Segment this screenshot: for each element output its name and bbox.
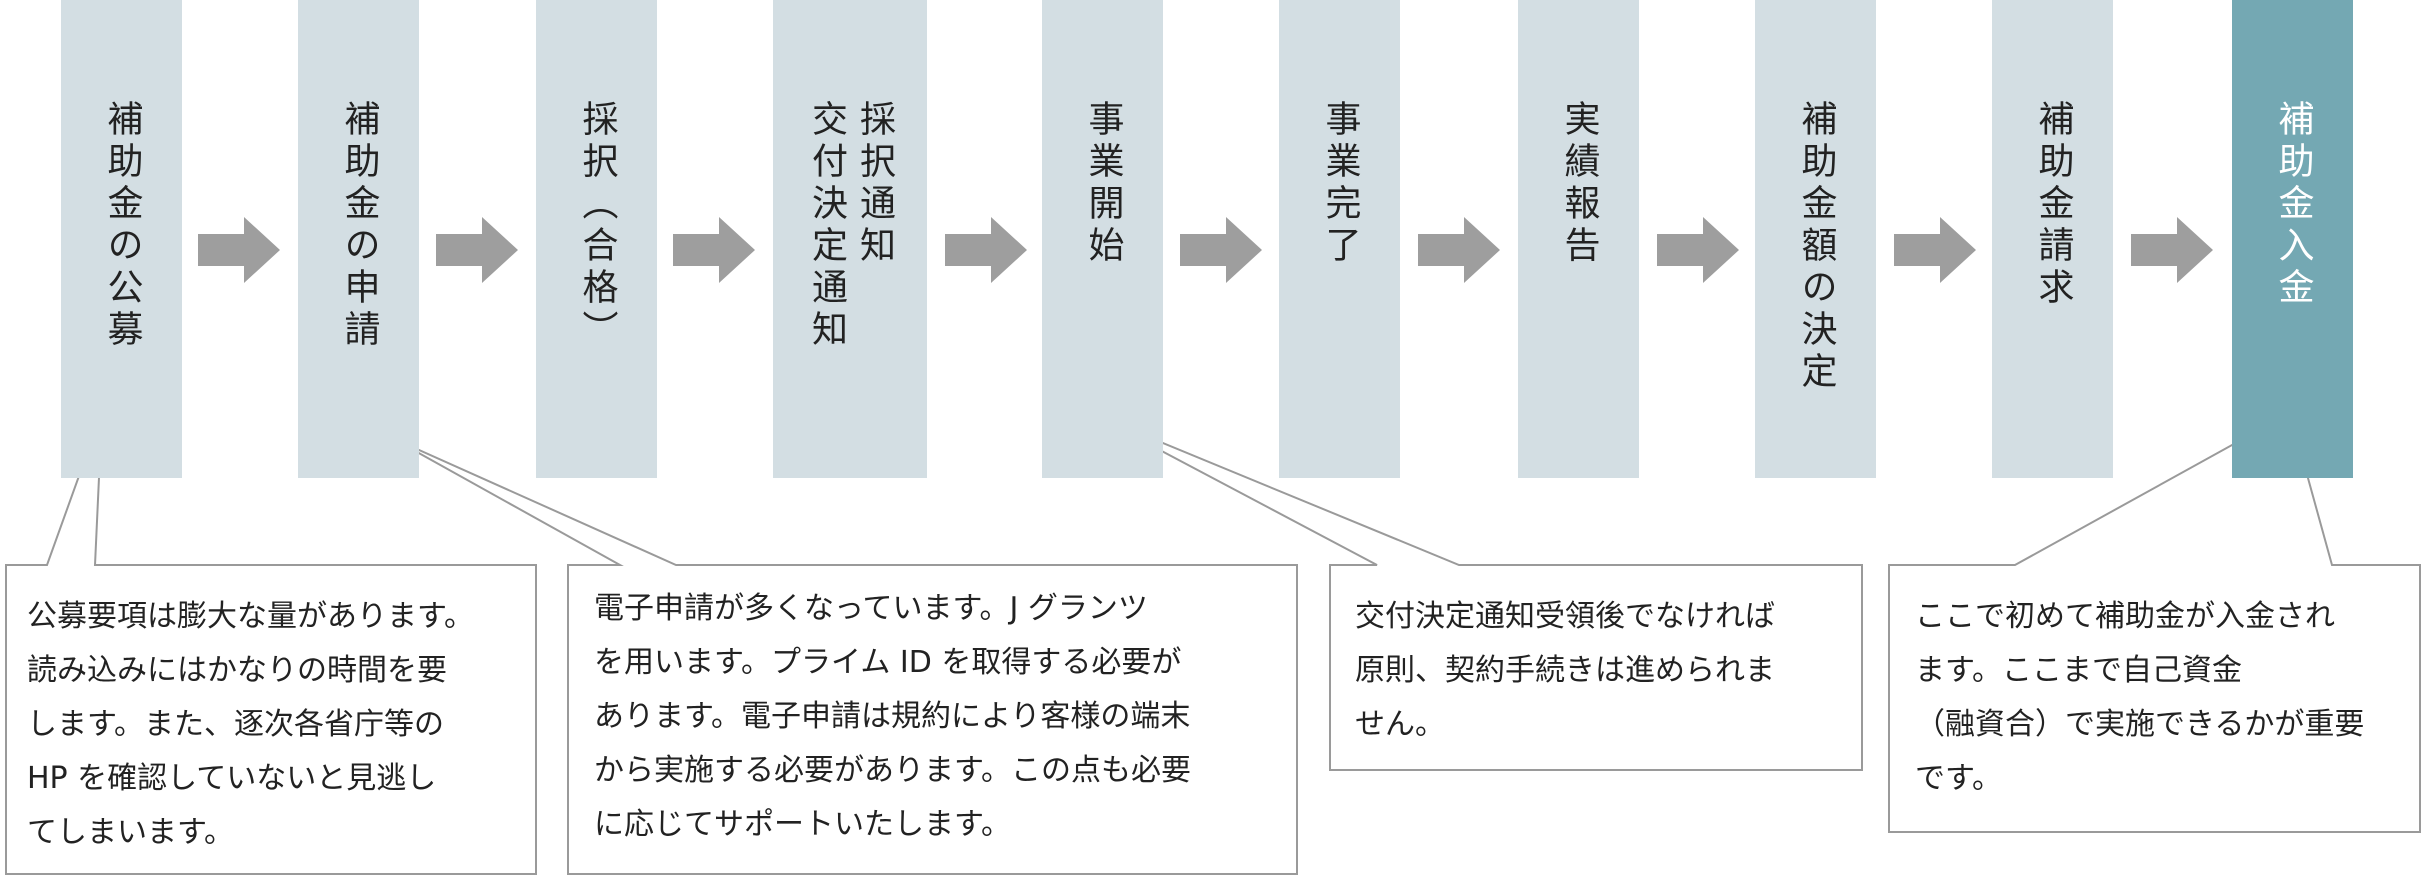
callout-outline-1 — [5, 411, 537, 875]
step-3-label: 採択（合格） — [576, 100, 618, 352]
callout-3: 交付決定通知受領後でなければ 原則、契約手続きは進められま せん。 — [1355, 590, 1775, 752]
step-10-label: 補助金入金 — [2272, 100, 2314, 310]
step-7: 実績報告 — [1518, 0, 1639, 478]
step-2: 補助金の申請 — [298, 0, 419, 478]
right-arrow-icon — [436, 217, 518, 283]
right-arrow-icon — [673, 217, 755, 283]
step-7-label: 実績報告 — [1558, 100, 1600, 268]
callout-2-line: を用います。プライム ID を取得する必要が — [594, 645, 1182, 680]
callout-4-line: （融資合）で実施できるかが重要 — [1915, 707, 2365, 742]
callout-1-line: 公募要項は膨大な量があります。 — [27, 599, 474, 634]
step-4: 採択通知 交付決定通知 — [773, 0, 927, 478]
step-6-label: 事業完了 — [1319, 100, 1361, 268]
callout-3-line: 原則、契約手続きは進められま — [1355, 653, 1775, 688]
callout-3-line: 交付決定通知受領後でなければ — [1355, 599, 1775, 634]
step-8-label: 補助金額の決定 — [1795, 100, 1837, 394]
step-9: 補助金請求 — [1992, 0, 2113, 478]
callout-outline-3 — [1089, 412, 1863, 771]
callout-1-line: します。また、逐次各省庁等の — [27, 707, 444, 742]
right-arrow-icon — [1894, 217, 1976, 283]
step-1: 補助金の公募 — [61, 0, 182, 478]
callout-1-line: てしまいます。 — [27, 815, 234, 850]
callout-1-line: HP を確認していないと見逃し — [27, 761, 437, 796]
right-arrow-icon — [1180, 217, 1262, 283]
right-arrow-icon — [1418, 217, 1500, 283]
step-10: 補助金入金 — [2232, 0, 2353, 478]
callout-outline-4 — [1888, 411, 2421, 833]
callout-2-line: 電子申請が多くなっています。J グランツ — [594, 591, 1148, 626]
callout-4-line: です。 — [1915, 761, 2002, 796]
callout-2-line: から実施する必要があります。この点も必要 — [594, 753, 1191, 788]
callout-1-line: 読み込みにはかなりの時間を要 — [27, 653, 447, 688]
right-arrow-icon — [945, 217, 1027, 283]
step-1-label: 補助金の公募 — [101, 100, 143, 352]
callout-3-line: せん。 — [1355, 707, 1445, 742]
callout-4-line: ます。ここまで自己資金 — [1915, 653, 2242, 688]
step-4-label-2: 交付決定通知 — [806, 100, 847, 352]
callout-4: ここで初めて補助金が入金され ます。ここまで自己資金 （融資合）で実施できるかが… — [1915, 590, 2364, 806]
step-4-label: 採択通知 — [854, 100, 895, 268]
callout-2-line: あります。電子申請は規約により客様の端末 — [594, 699, 1191, 734]
callout-2: 電子申請が多くなっています。J グランツ を用います。プライム ID を取得する… — [594, 582, 1191, 852]
step-9-label: 補助金請求 — [2032, 100, 2074, 310]
callout-outline-2 — [389, 436, 1298, 875]
right-arrow-icon — [1657, 217, 1739, 283]
callout-1: 公募要項は膨大な量があります。 読み込みにはかなりの時間を要 します。また、逐次… — [27, 590, 474, 860]
right-arrow-icon — [198, 217, 280, 283]
step-5: 事業開始 — [1042, 0, 1163, 478]
right-arrow-icon — [2131, 217, 2213, 283]
step-2-label: 補助金の申請 — [338, 100, 380, 352]
step-5-label: 事業開始 — [1082, 100, 1124, 268]
callout-2-line: に応じてサポートいたします。 — [594, 807, 1011, 842]
step-6: 事業完了 — [1279, 0, 1400, 478]
callout-4-line: ここで初めて補助金が入金され — [1915, 599, 2335, 634]
step-3: 採択（合格） — [536, 0, 657, 478]
step-8: 補助金額の決定 — [1755, 0, 1876, 478]
